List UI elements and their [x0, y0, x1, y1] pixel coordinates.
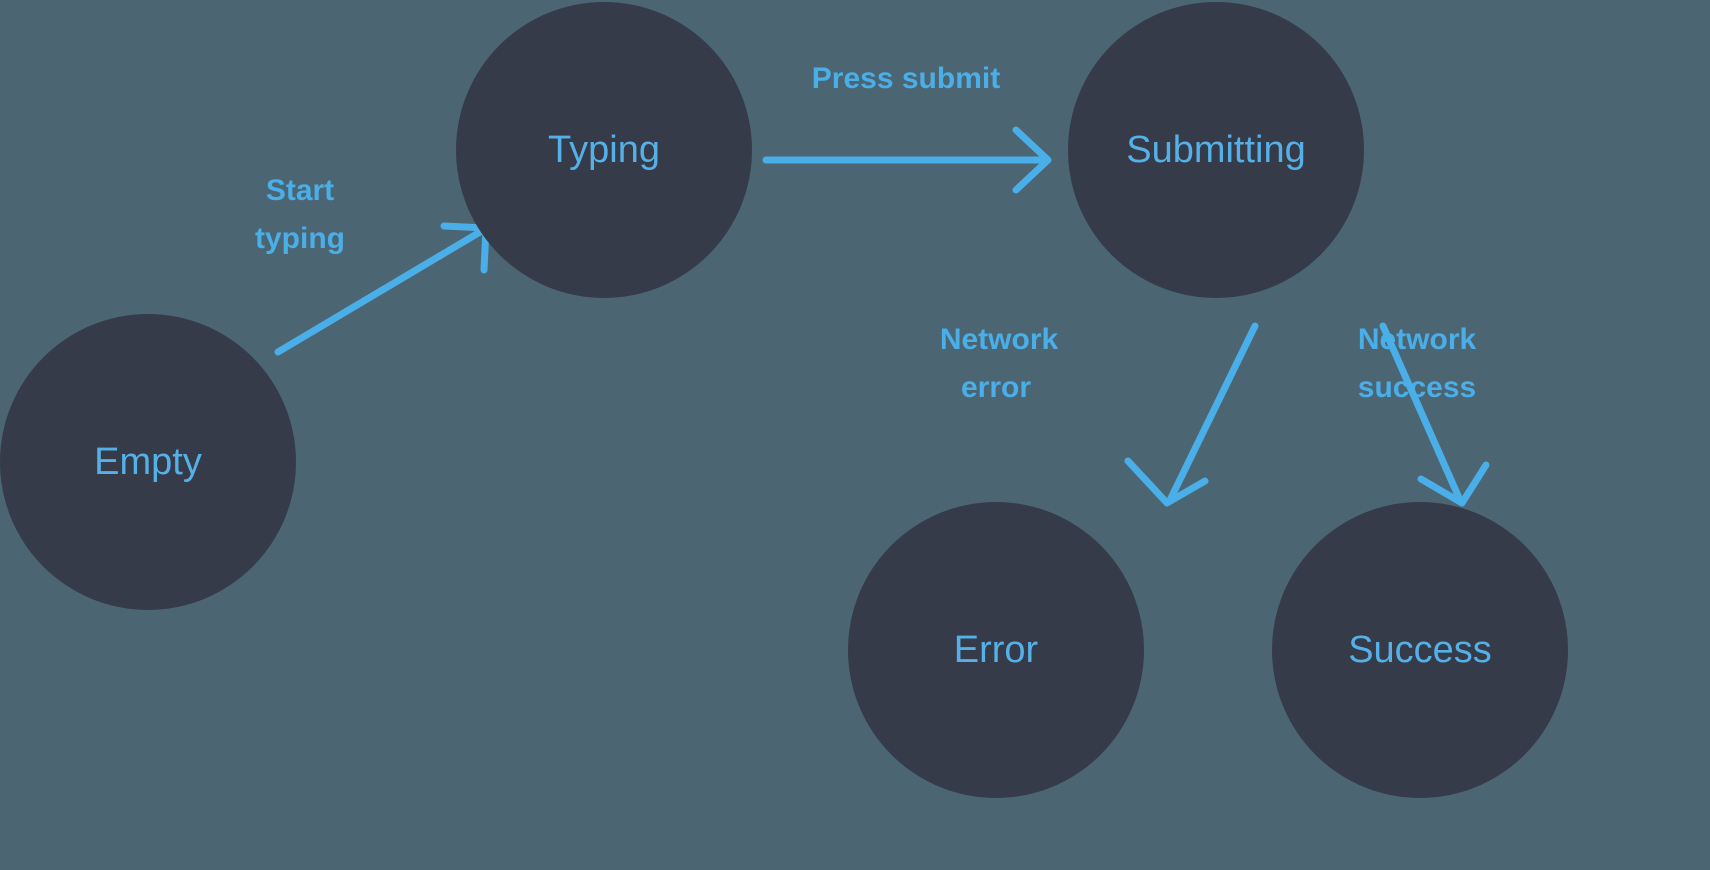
state-node-typing[interactable]: Typing	[456, 2, 752, 298]
state-node-success-circle[interactable]	[1272, 502, 1568, 798]
edge-label-network-error-line-1: Network	[940, 323, 1059, 356]
edge-start-typing-line	[274, 228, 484, 356]
edge-network-success-arrowhead	[1417, 461, 1490, 507]
state-node-error[interactable]: Error	[848, 502, 1144, 798]
state-node-submitting[interactable]: Submitting	[1068, 2, 1364, 298]
state-node-empty[interactable]: Empty	[0, 314, 296, 610]
state-node-success[interactable]: Success	[1272, 502, 1568, 798]
edge-network-error	[1124, 322, 1259, 507]
state-node-submitting-label: Submitting	[1126, 129, 1306, 171]
edge-label-start-typing: Start typing	[255, 174, 345, 255]
state-node-empty-label: Empty	[94, 441, 202, 483]
edge-network-error-arrowhead	[1124, 457, 1209, 507]
state-node-typing-circle[interactable]	[456, 2, 752, 298]
edge-network-success-line	[1379, 322, 1464, 504]
edge-label-press-submit-line-1: Press submit	[812, 62, 1000, 95]
edge-label-press-submit: Press submit	[812, 62, 1000, 95]
state-node-empty-circle[interactable]	[0, 314, 296, 610]
edge-press-submit	[762, 126, 1052, 194]
edge-network-success	[1379, 322, 1490, 507]
edge-network-error-line	[1166, 322, 1259, 504]
edge-label-network-success-line-2: success	[1358, 371, 1476, 404]
edge-label-start-typing-line-1: Start	[266, 174, 334, 207]
edge-label-start-typing-line-2: typing	[255, 222, 345, 255]
state-node-error-circle[interactable]	[848, 502, 1144, 798]
edge-label-network-error-line-2: error	[961, 371, 1031, 404]
state-node-success-label: Success	[1348, 629, 1492, 671]
state-node-typing-label: Typing	[548, 129, 660, 171]
edge-label-network-success: Network success	[1358, 323, 1477, 404]
edge-label-network-success-line-1: Network	[1358, 323, 1477, 356]
state-node-error-label: Error	[954, 629, 1039, 671]
edge-label-network-error: Network error	[940, 323, 1059, 404]
edge-press-submit-arrowhead	[1012, 126, 1052, 194]
state-node-submitting-circle[interactable]	[1068, 2, 1364, 298]
